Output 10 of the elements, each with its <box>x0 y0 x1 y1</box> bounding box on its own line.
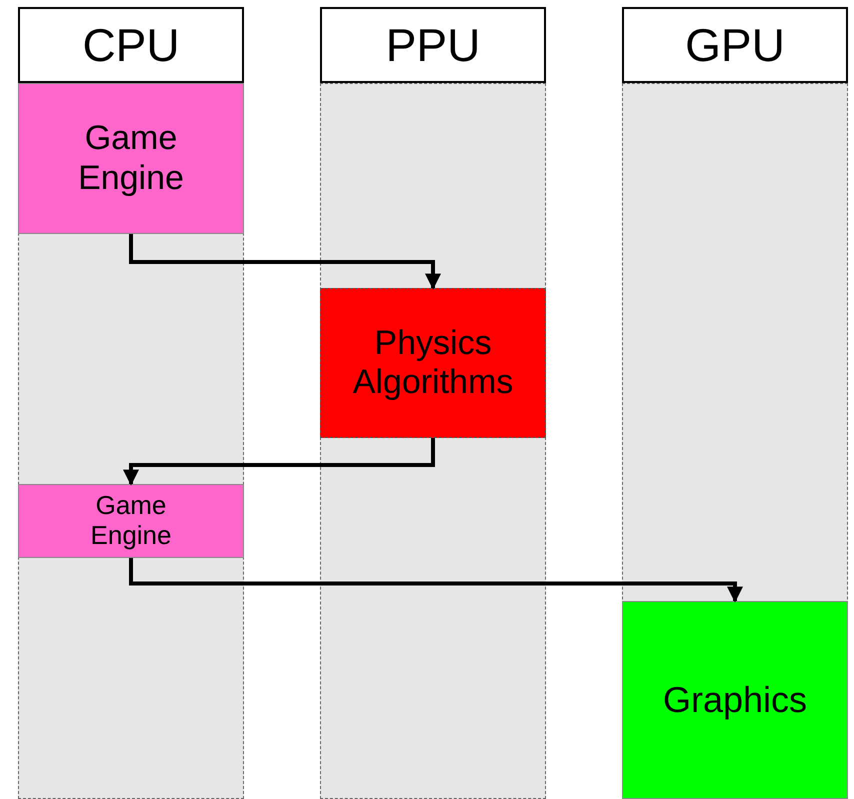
process-box: Graphics <box>622 601 848 799</box>
process-box: Game Engine <box>18 83 244 234</box>
lane-header: PPU <box>320 7 546 83</box>
arrow <box>129 558 743 603</box>
lane-header: CPU <box>18 7 244 83</box>
process-box: Physics Algorithms <box>320 288 546 438</box>
arrow <box>129 234 441 290</box>
lane-header: GPU <box>622 7 848 83</box>
process-box: Game Engine <box>18 484 244 558</box>
arrow <box>123 438 435 486</box>
